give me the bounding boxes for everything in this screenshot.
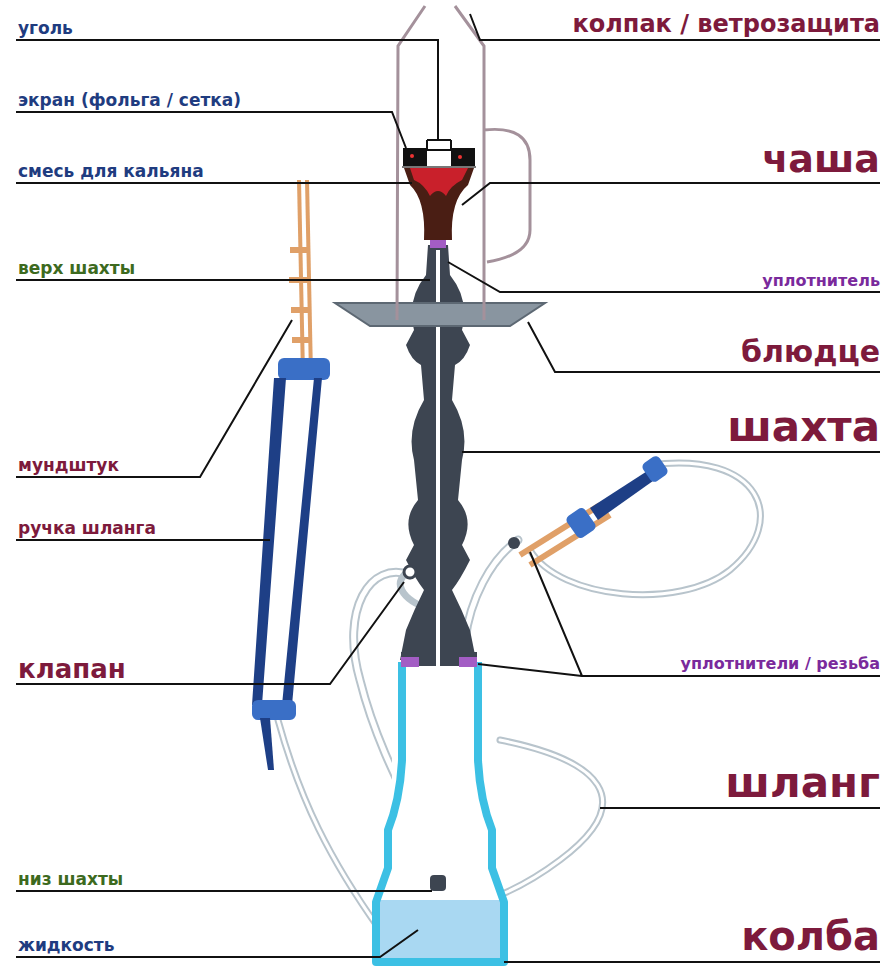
part-title: клапан	[18, 656, 126, 682]
wind-cover	[397, 6, 530, 320]
part-label: колпак / ветрозащита	[572, 12, 880, 36]
hose-handle	[278, 358, 330, 380]
part-label: низ шахты	[18, 871, 123, 888]
saucer	[335, 303, 545, 326]
tobacco	[410, 168, 468, 196]
hose	[278, 463, 760, 930]
part-label: уплотнитель	[762, 273, 880, 289]
part-title: чаша	[762, 140, 880, 178]
part-title: колба	[741, 916, 880, 956]
valve	[404, 566, 416, 578]
part-title: блюдце	[741, 337, 880, 367]
coal	[403, 148, 427, 166]
part-label: жидкость	[18, 937, 114, 954]
seal	[401, 657, 419, 667]
part-label: уплотнители / резьба	[681, 656, 880, 672]
leader-line	[16, 14, 880, 962]
liquid	[378, 900, 502, 958]
part-title: шланг	[725, 762, 880, 804]
part-label: смесь для кальяна	[18, 163, 204, 180]
part-label: мундштук	[18, 457, 119, 474]
shaft-bottom	[430, 875, 446, 891]
part-label: экран (фольга / сетка)	[18, 92, 241, 109]
part-label: ручка шланга	[18, 520, 156, 537]
part-label: уголь	[18, 20, 73, 37]
part-title: шахта	[727, 406, 880, 448]
part-label: верх шахты	[18, 260, 135, 277]
